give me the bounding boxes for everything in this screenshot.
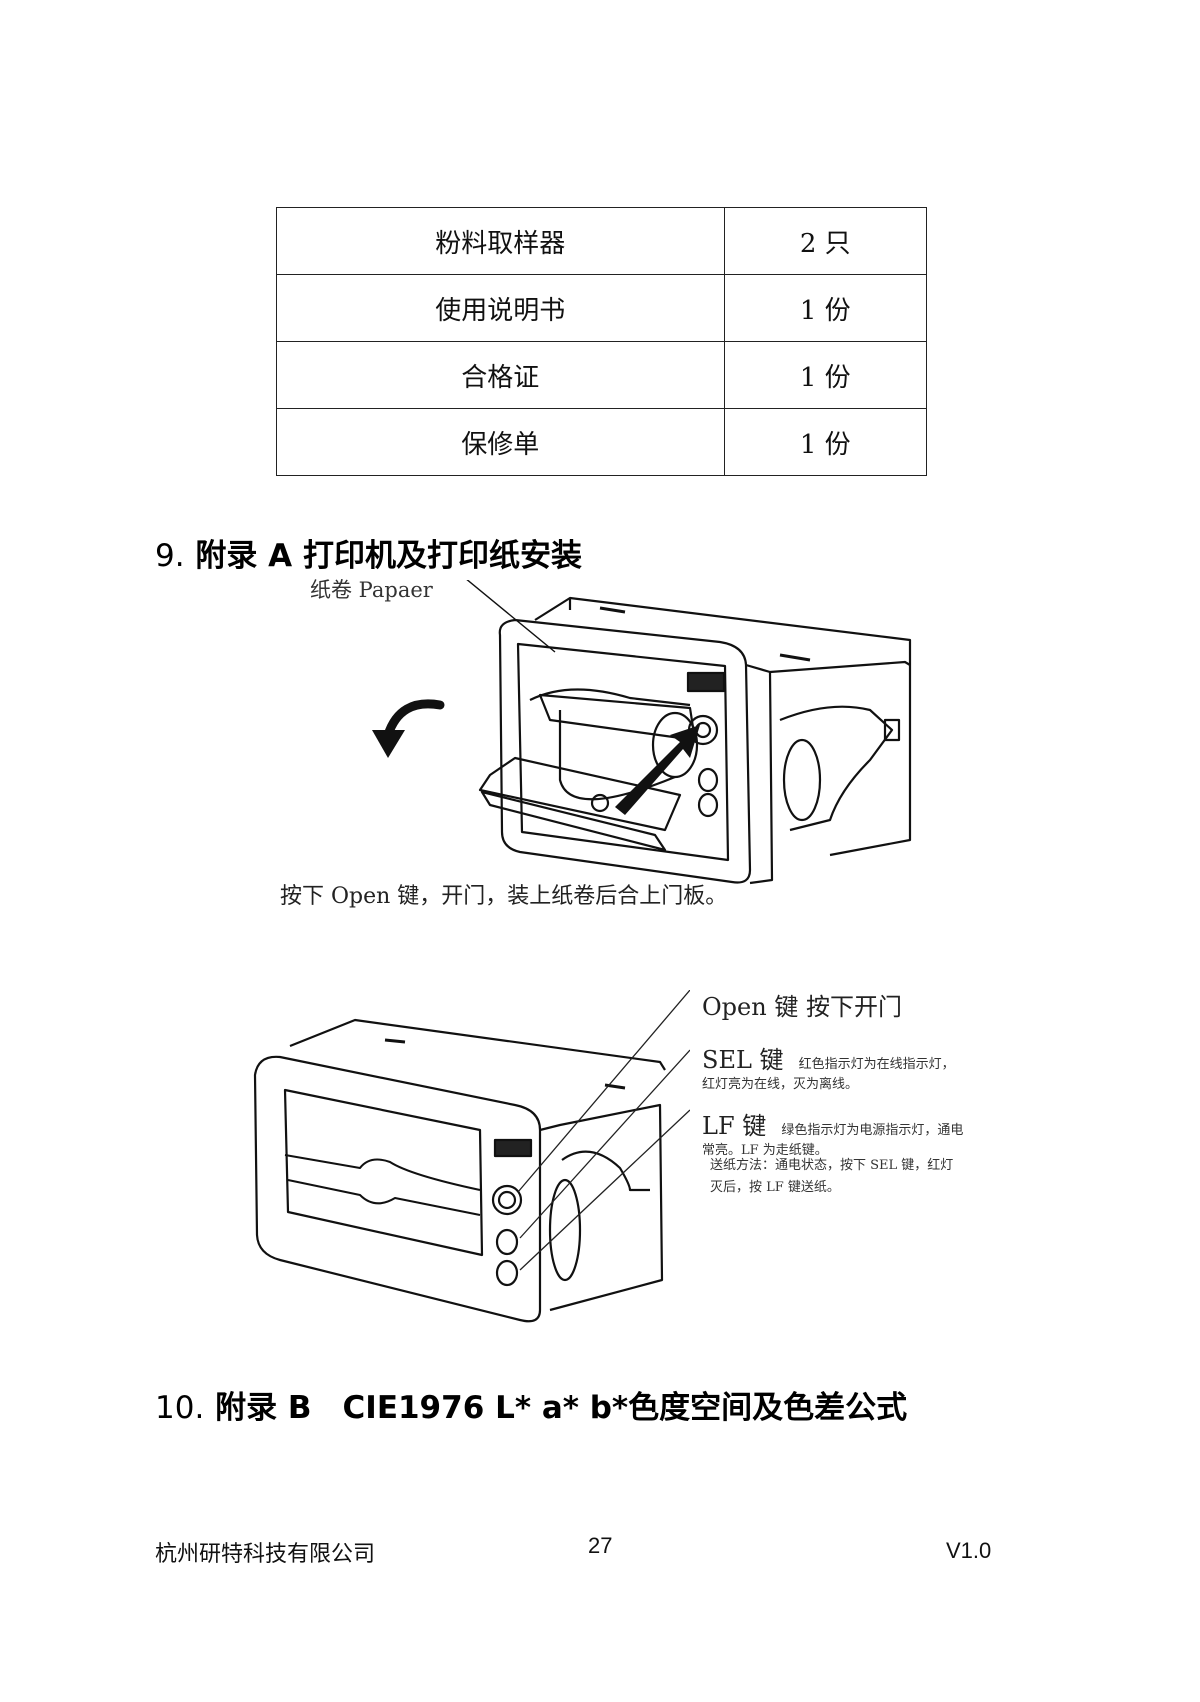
lf-key-title: LF 键	[702, 1112, 767, 1140]
section-number: 10.	[155, 1390, 205, 1426]
sel-key-desc-2: 红灯亮为在线，灭为离线。	[702, 1077, 859, 1092]
section-10-heading: 10. 附录 B CIE1976 L* a* b*色度空间及色差公式	[155, 1382, 907, 1427]
lf-key-desc-2: 常亮。LF 为走纸键。	[702, 1143, 828, 1158]
printer-open-illustration	[372, 580, 912, 885]
figure-printer-keys: Open 键 按下开门 SEL 键 红色指示灯为在线指示灯， 红灯亮为在线，灭为…	[210, 990, 1000, 1325]
item-name: 使用说明书	[276, 274, 725, 342]
paper-roll-label: 纸卷 Papaer	[310, 578, 433, 602]
item-name: 保修单	[276, 408, 725, 476]
footer-version: V1.0	[946, 1538, 992, 1563]
table-row: 保修单 1 份	[276, 408, 928, 476]
sel-key-annotation: SEL 键 红色指示灯为在线指示灯， 红灯亮为在线，灭为离线。	[702, 1040, 1002, 1094]
item-qty: 1 份	[723, 341, 928, 409]
packing-list-table: 粉料取样器 2 只 使用说明书 1 份 合格证 1 份 保修单 1 份	[276, 207, 928, 476]
section-number: 9.	[155, 538, 185, 574]
feed-method-line-2: 灭后，按 LF 键送纸。	[710, 1180, 840, 1195]
table-row: 使用说明书 1 份	[276, 274, 928, 342]
printer-front-illustration	[253, 990, 690, 1323]
footer-company: 杭州研特科技有限公司	[155, 1542, 376, 1567]
sel-key-title: SEL 键	[702, 1046, 784, 1074]
open-key-label: Open 键 按下开门	[702, 993, 902, 1021]
item-qty: 1 份	[723, 274, 928, 342]
section-title: 附录 A 打印机及打印纸安装	[195, 538, 582, 574]
sel-key-desc-1: 红色指示灯为在线指示灯，	[798, 1057, 955, 1072]
curved-arrow-icon	[372, 730, 405, 758]
item-name: 合格证	[276, 341, 725, 409]
table-row: 合格证 1 份	[276, 341, 928, 409]
item-name: 粉料取样器	[276, 207, 725, 275]
arrow-icon	[615, 725, 700, 815]
item-qty: 1 份	[723, 408, 928, 476]
lf-key-desc-1: 绿色指示灯为电源指示灯，通电	[781, 1123, 964, 1138]
figure-caption: 按下 Open 键，开门，装上纸卷后合上门板。	[280, 884, 728, 909]
feed-method-line-1: 送纸方法：通电状态，按下 SEL 键，红灯	[710, 1158, 954, 1173]
section-title: 附录 B CIE1976 L* a* b*色度空间及色差公式	[215, 1390, 908, 1426]
footer-page-number: 27	[588, 1533, 613, 1558]
table-row: 粉料取样器 2 只	[276, 207, 928, 275]
figure-printer-open: 纸卷 Papaer 按下 Open 键，开门，装上纸卷后合上门板。	[270, 578, 970, 910]
item-qty: 2 只	[723, 207, 928, 275]
section-9-heading: 9. 附录 A 打印机及打印纸安装	[155, 530, 582, 575]
feed-method-annotation: 送纸方法：通电状态，按下 SEL 键，红灯 灭后，按 LF 键送纸。	[710, 1156, 1010, 1197]
lf-key-annotation: LF 键 绿色指示灯为电源指示灯，通电 常亮。LF 为走纸键。	[702, 1106, 1002, 1160]
